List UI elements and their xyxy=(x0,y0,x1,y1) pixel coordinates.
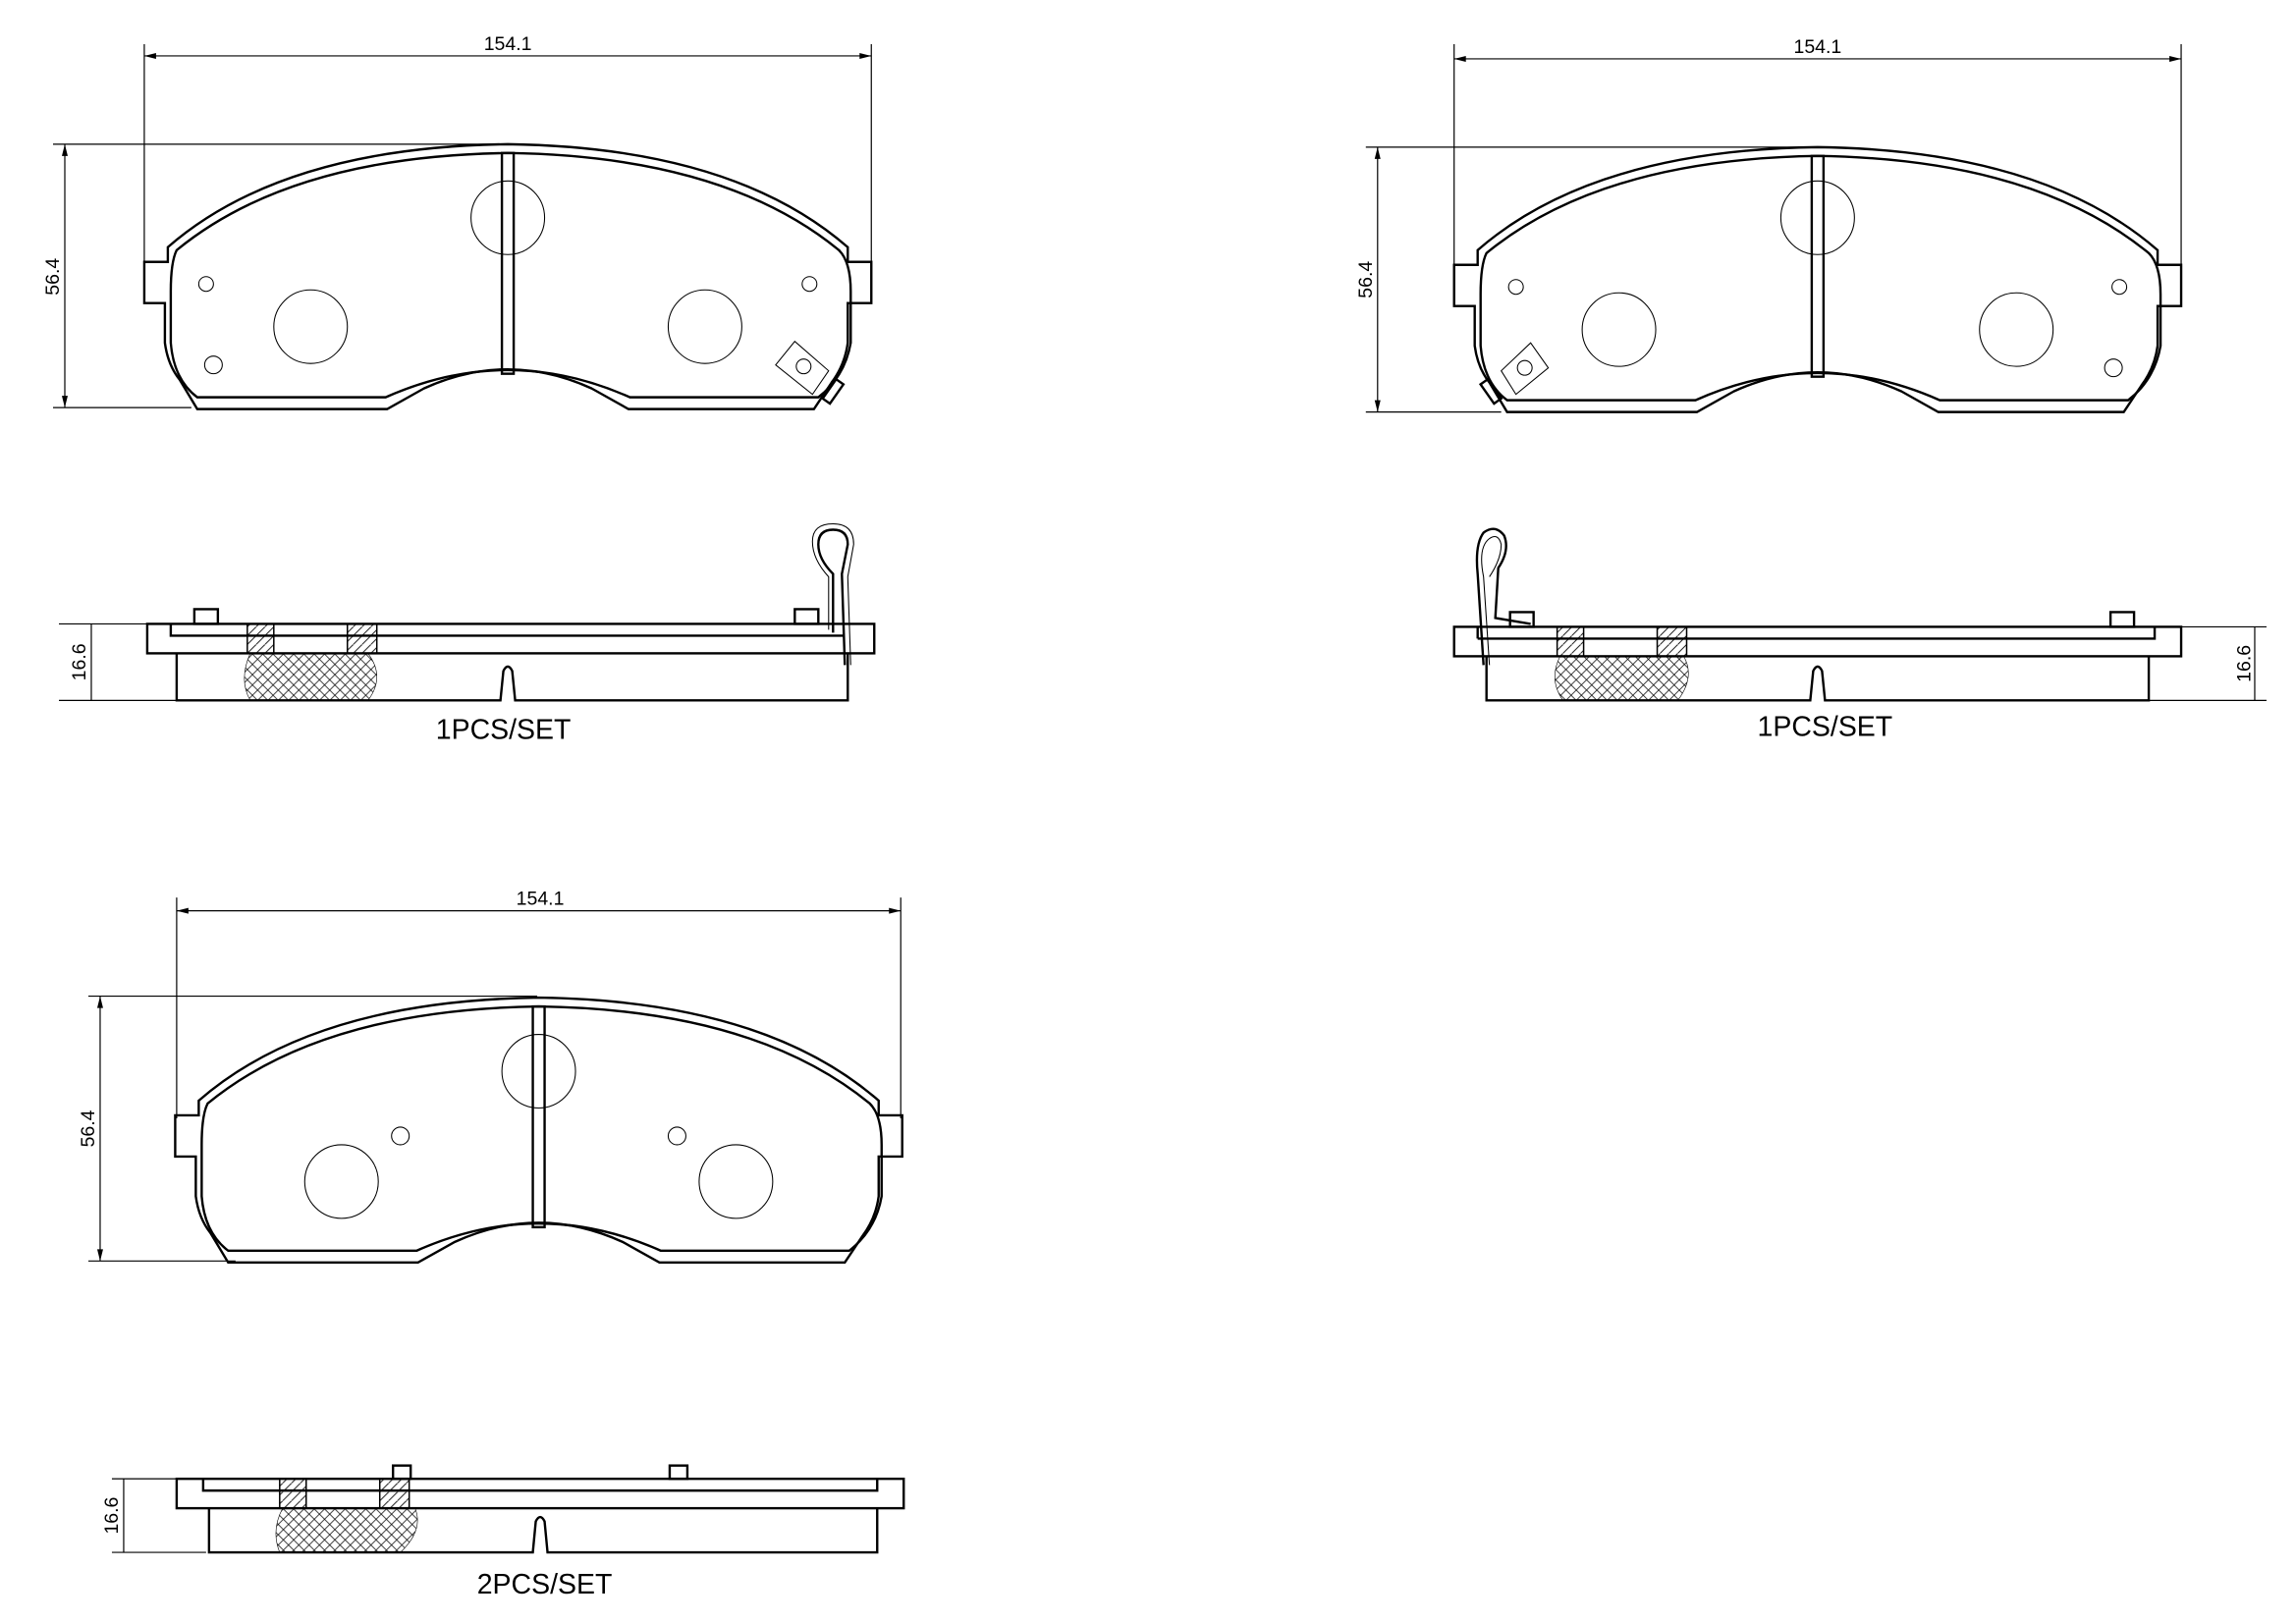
side-view-1: 16.6 1PCS/SET xyxy=(59,522,876,745)
front-view-1: 154.1 56.4 xyxy=(42,33,873,410)
side-view-3: 16.6 2PCS/SET xyxy=(101,1464,905,1600)
width-dimension: 154.1 xyxy=(517,889,565,910)
quantity-label: 2PCS/SET xyxy=(477,1569,613,1600)
height-dimension: 56.4 xyxy=(1355,261,1377,298)
width-dimension: 154.1 xyxy=(1794,36,1842,58)
thickness-dimension: 16.6 xyxy=(101,1497,123,1535)
side-view-2: 16.6 1PCS/SET xyxy=(1452,527,2267,742)
height-dimension: 56.4 xyxy=(78,1109,99,1147)
wear-sensor-icon xyxy=(1478,342,1550,406)
height-dimension: 56.4 xyxy=(42,258,64,296)
quantity-label: 1PCS/SET xyxy=(436,714,572,745)
quantity-label: 1PCS/SET xyxy=(1758,711,1893,742)
width-dimension: 154.1 xyxy=(484,33,532,55)
thickness-dimension: 16.6 xyxy=(2233,645,2255,682)
wear-sensor-icon xyxy=(775,340,846,406)
thickness-dimension: 16.6 xyxy=(69,643,90,680)
front-view-3: 154.1 56.4 xyxy=(78,889,903,1265)
front-view-2: 154.1 56.4 xyxy=(1355,36,2183,413)
